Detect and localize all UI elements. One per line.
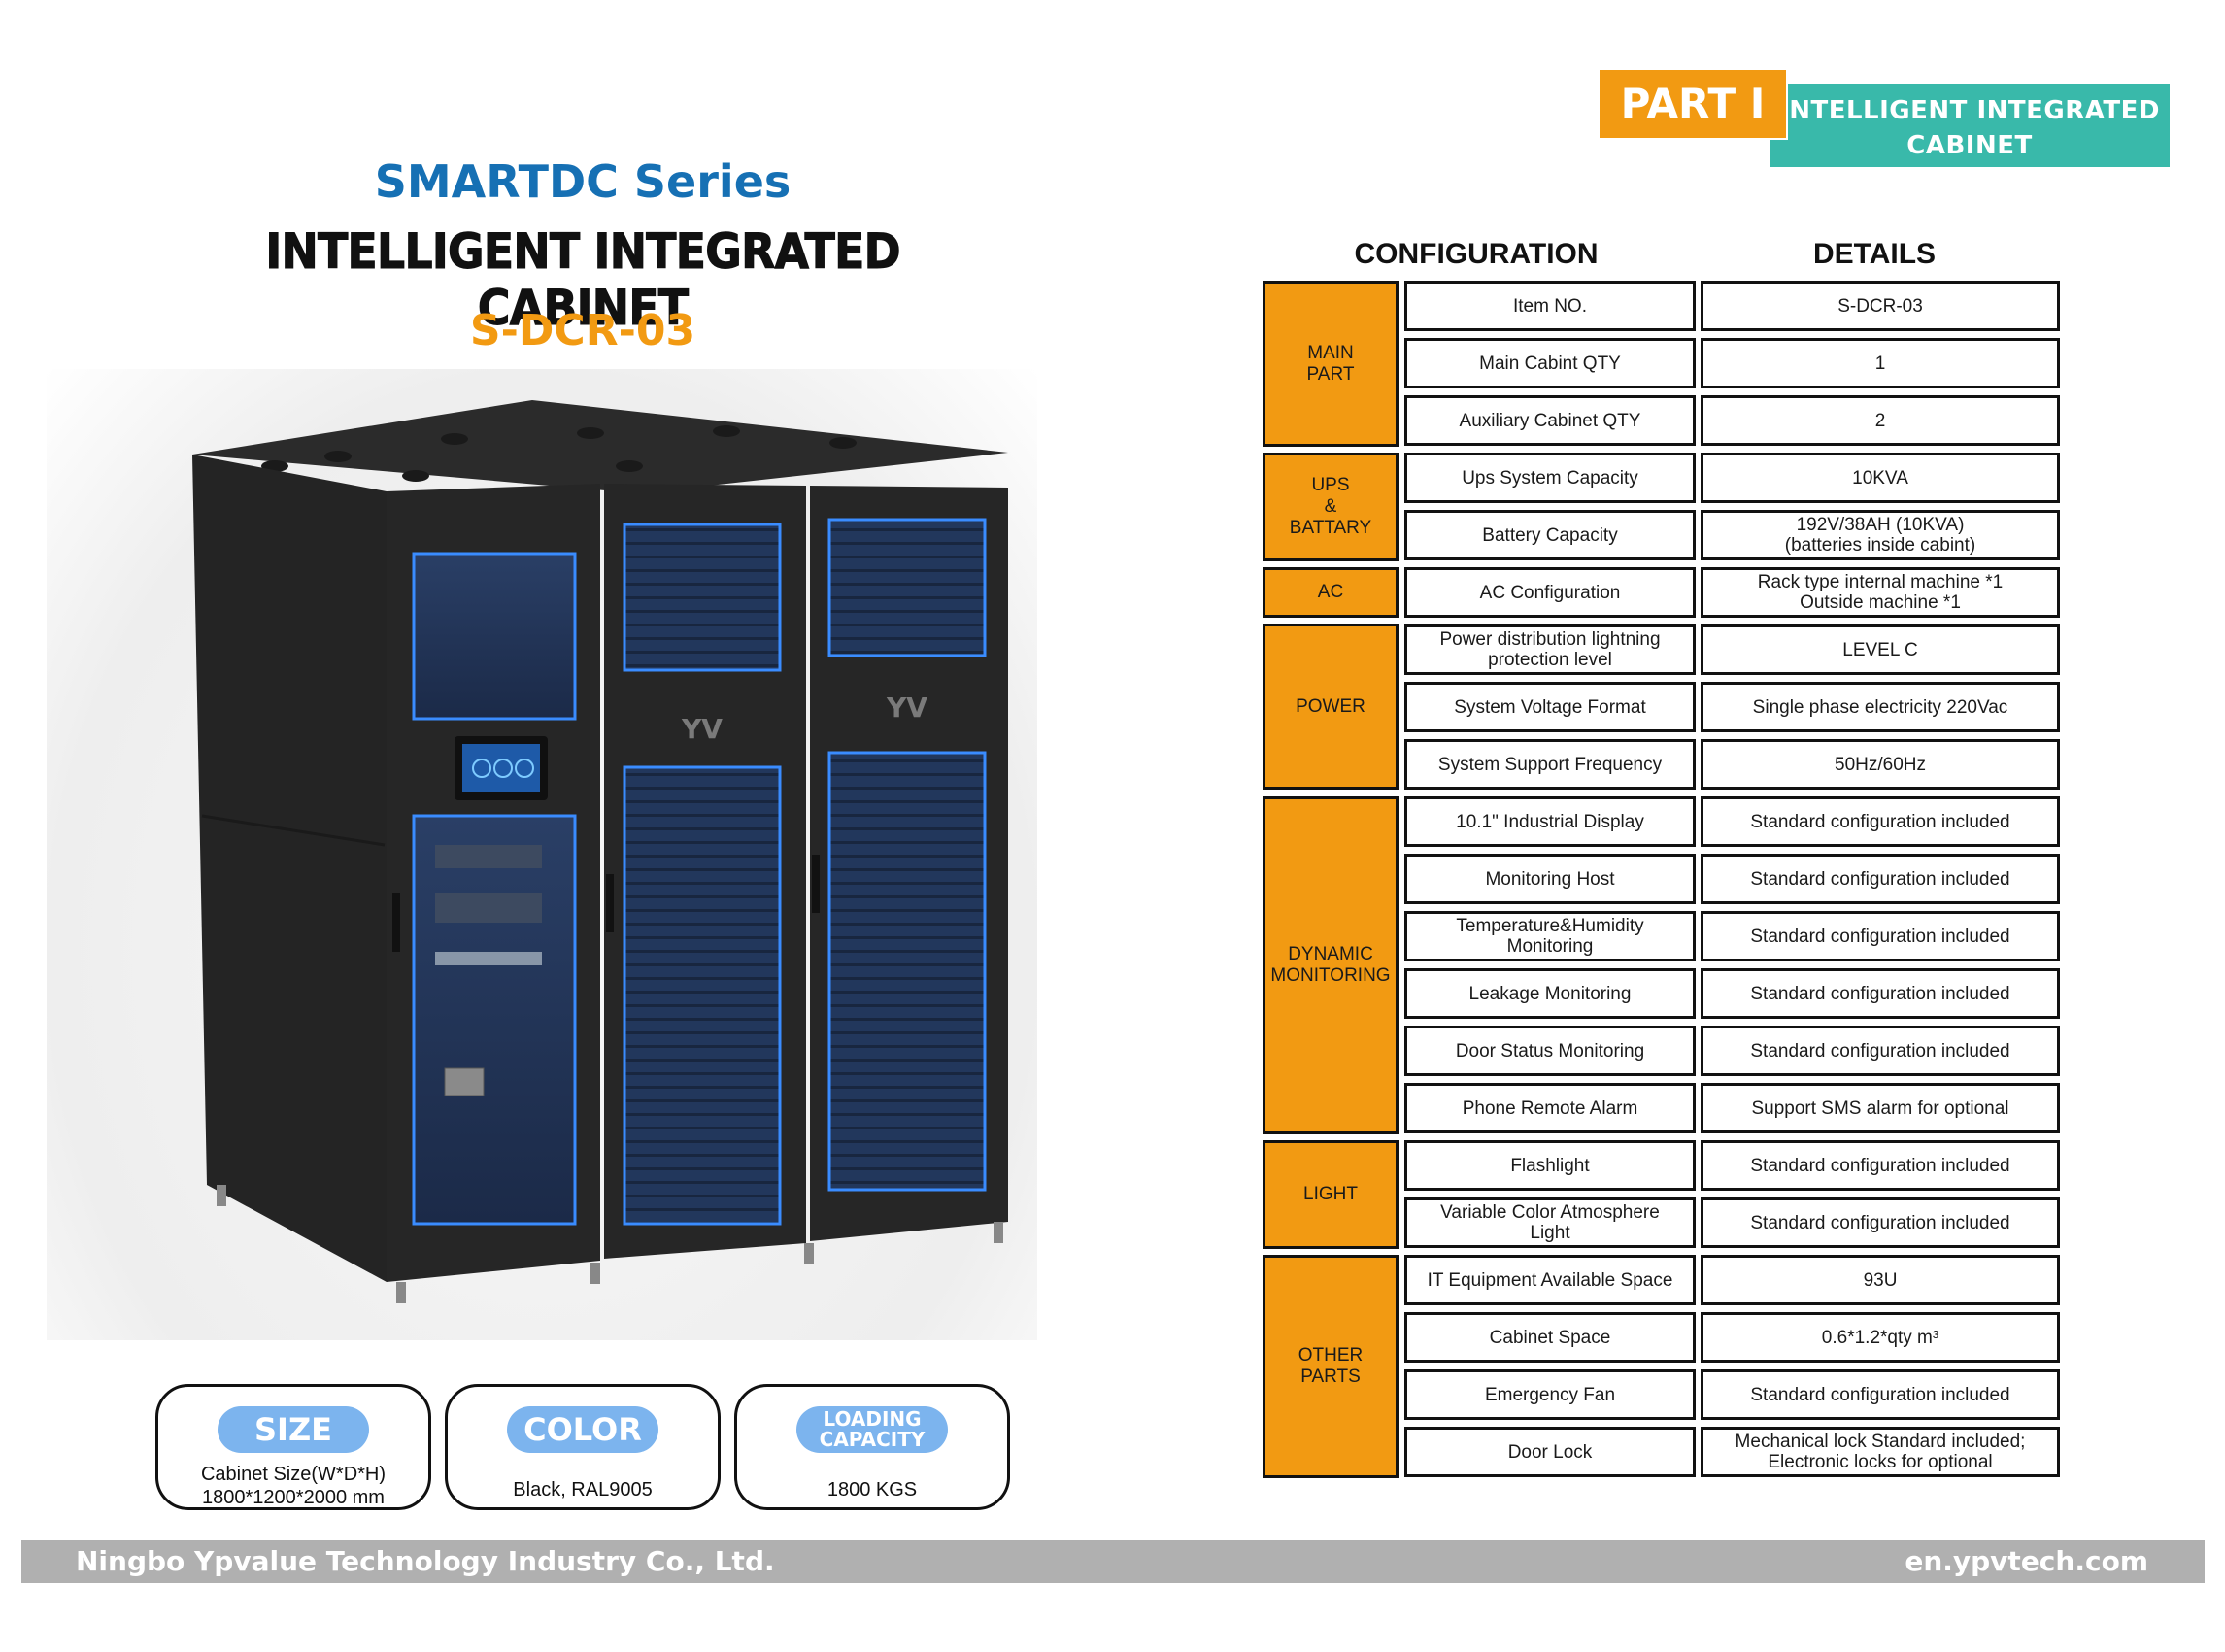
config-cell: Battery Capacity	[1404, 510, 1696, 560]
cabinet-top	[192, 400, 1008, 493]
config-cell: IT Equipment Available Space	[1404, 1255, 1696, 1305]
company-name: Ningbo Ypvalue Technology Industry Co., …	[76, 1545, 775, 1577]
loading-capacity-value: 1800 KGS	[826, 1479, 918, 1500]
loading-capacity-label-line1: LOADING	[823, 1407, 922, 1431]
loading-capacity-pill: LOADING CAPACITY	[796, 1406, 948, 1453]
cabinet-product-image: YV YV	[47, 369, 1037, 1340]
website-link[interactable]: en.ypvtech.com	[1905, 1545, 2148, 1577]
detail-cell: S-DCR-03	[1701, 281, 2060, 331]
detail-cell: Standard configuration included	[1701, 1369, 2060, 1420]
detail-cell: 2	[1701, 395, 2060, 446]
config-cell: Cabinet Space	[1404, 1312, 1696, 1363]
config-cell: Flashlight	[1404, 1140, 1696, 1191]
door-handle	[812, 855, 820, 913]
cabinet-illustration: YV YV	[192, 400, 1008, 1303]
category-ac: AC	[1263, 567, 1399, 618]
config-cell: System Support Frequency	[1404, 739, 1696, 790]
config-cell: Emergency Fan	[1404, 1369, 1696, 1420]
config-cell: AC Configuration	[1404, 567, 1696, 618]
size-value-line1: Cabinet Size(W*D*H)	[200, 1464, 387, 1485]
detail-cell: 10KVA	[1701, 453, 2060, 503]
configuration-header: CONFIGURATION	[1354, 238, 1599, 270]
config-cell: Door Lock	[1404, 1427, 1696, 1477]
top-vents	[261, 425, 857, 482]
color-pill: COLOR	[507, 1406, 658, 1453]
category-dynamic-monitoring: DYNAMIC MONITORING	[1263, 796, 1399, 1134]
detail-cell: Single phase electricity 220Vac	[1701, 682, 2060, 732]
detail-cell: 93U	[1701, 1255, 2060, 1305]
config-cell: Main Cabint QTY	[1404, 338, 1696, 388]
config-cell: Item NO.	[1404, 281, 1696, 331]
config-cell: Monitoring Host	[1404, 854, 1696, 904]
color-value: Black, RAL9005	[513, 1479, 653, 1500]
loading-capacity-card: LOADING CAPACITY 1800 KGS	[734, 1384, 1010, 1510]
category-other-parts: OTHER PARTS	[1263, 1255, 1399, 1478]
config-cell: System Voltage Format	[1404, 682, 1696, 732]
detail-cell: Support SMS alarm for optional	[1701, 1083, 2060, 1133]
detail-cell: Standard configuration included	[1701, 854, 2060, 904]
detail-cell: Standard configuration included	[1701, 1140, 2060, 1191]
config-cell: 10.1" Industrial Display	[1404, 796, 1696, 847]
aux1-glass-lower	[624, 767, 780, 1224]
door-handle	[392, 893, 400, 952]
detail-cell: Mechanical lock Standard included;Electr…	[1701, 1427, 2060, 1477]
details-header: DETAILS	[1812, 238, 1937, 270]
main-door-glass-upper	[414, 554, 575, 719]
detail-cell: 50Hz/60Hz	[1701, 739, 2060, 790]
detail-cell: 0.6*1.2*qty m³	[1701, 1312, 2060, 1363]
category-ups-battery: UPS & BATTARY	[1263, 453, 1399, 561]
category-light: LIGHT	[1263, 1140, 1399, 1249]
brand-logo-2: YV	[886, 691, 927, 724]
config-cell: Auxiliary Cabinet QTY	[1404, 395, 1696, 446]
brand-logo-1: YV	[681, 713, 723, 745]
detail-cell: Standard configuration included	[1701, 1197, 2060, 1248]
size-card: SIZE Cabinet Size(W*D*H) 1800*1200*2000 …	[155, 1384, 431, 1510]
category-power: POWER	[1263, 624, 1399, 790]
door-handle	[606, 874, 614, 932]
detail-cell: Standard configuration included	[1701, 796, 2060, 847]
config-cell: Ups System Capacity	[1404, 453, 1696, 503]
cabinet-feet	[217, 1185, 1003, 1303]
config-cell: Leakage Monitoring	[1404, 968, 1696, 1019]
detail-cell: 1	[1701, 338, 2060, 388]
loading-capacity-label-line2: CAPACITY	[819, 1428, 926, 1451]
size-pill: SIZE	[218, 1406, 369, 1453]
cabinet-side-panel	[192, 455, 387, 1282]
detail-cell: LEVEL C	[1701, 624, 2060, 675]
detail-cell: Standard configuration included	[1701, 1026, 2060, 1076]
size-value-line2: 1800*1200*2000 mm	[202, 1487, 385, 1508]
product-title: INTELLIGENT INTEGRATED CABINET	[265, 223, 901, 337]
config-cell: Phone Remote Alarm	[1404, 1083, 1696, 1133]
part-badge: PART I	[1600, 70, 1786, 138]
aux2-glass-lower	[829, 753, 985, 1190]
detail-cell: Standard configuration included	[1701, 911, 2060, 961]
series-name: SMARTDC Series	[374, 155, 792, 208]
color-card: COLOR Black, RAL9005	[445, 1384, 721, 1510]
aux2-glass-upper	[829, 520, 985, 656]
aux1-glass-upper	[624, 524, 780, 670]
section-title-line2: CABINET	[1906, 131, 2033, 160]
model-number: S-DCR-03	[469, 306, 696, 355]
footer-bar: Ningbo Ypvalue Technology Industry Co., …	[21, 1540, 2205, 1583]
section-title-badge: INTELLIGENT INTEGRATED CABINET	[1770, 84, 2170, 167]
detail-cell: Standard configuration included	[1701, 968, 2060, 1019]
category-main-part: MAIN PART	[1263, 281, 1399, 447]
section-title-line1: INTELLIGENT INTEGRATED	[1779, 96, 2160, 125]
config-cell: Door Status Monitoring	[1404, 1026, 1696, 1076]
detail-cell: 192V/38AH (10KVA)(batteries inside cabin…	[1701, 510, 2060, 560]
main-door-glass-lower	[414, 816, 575, 1224]
